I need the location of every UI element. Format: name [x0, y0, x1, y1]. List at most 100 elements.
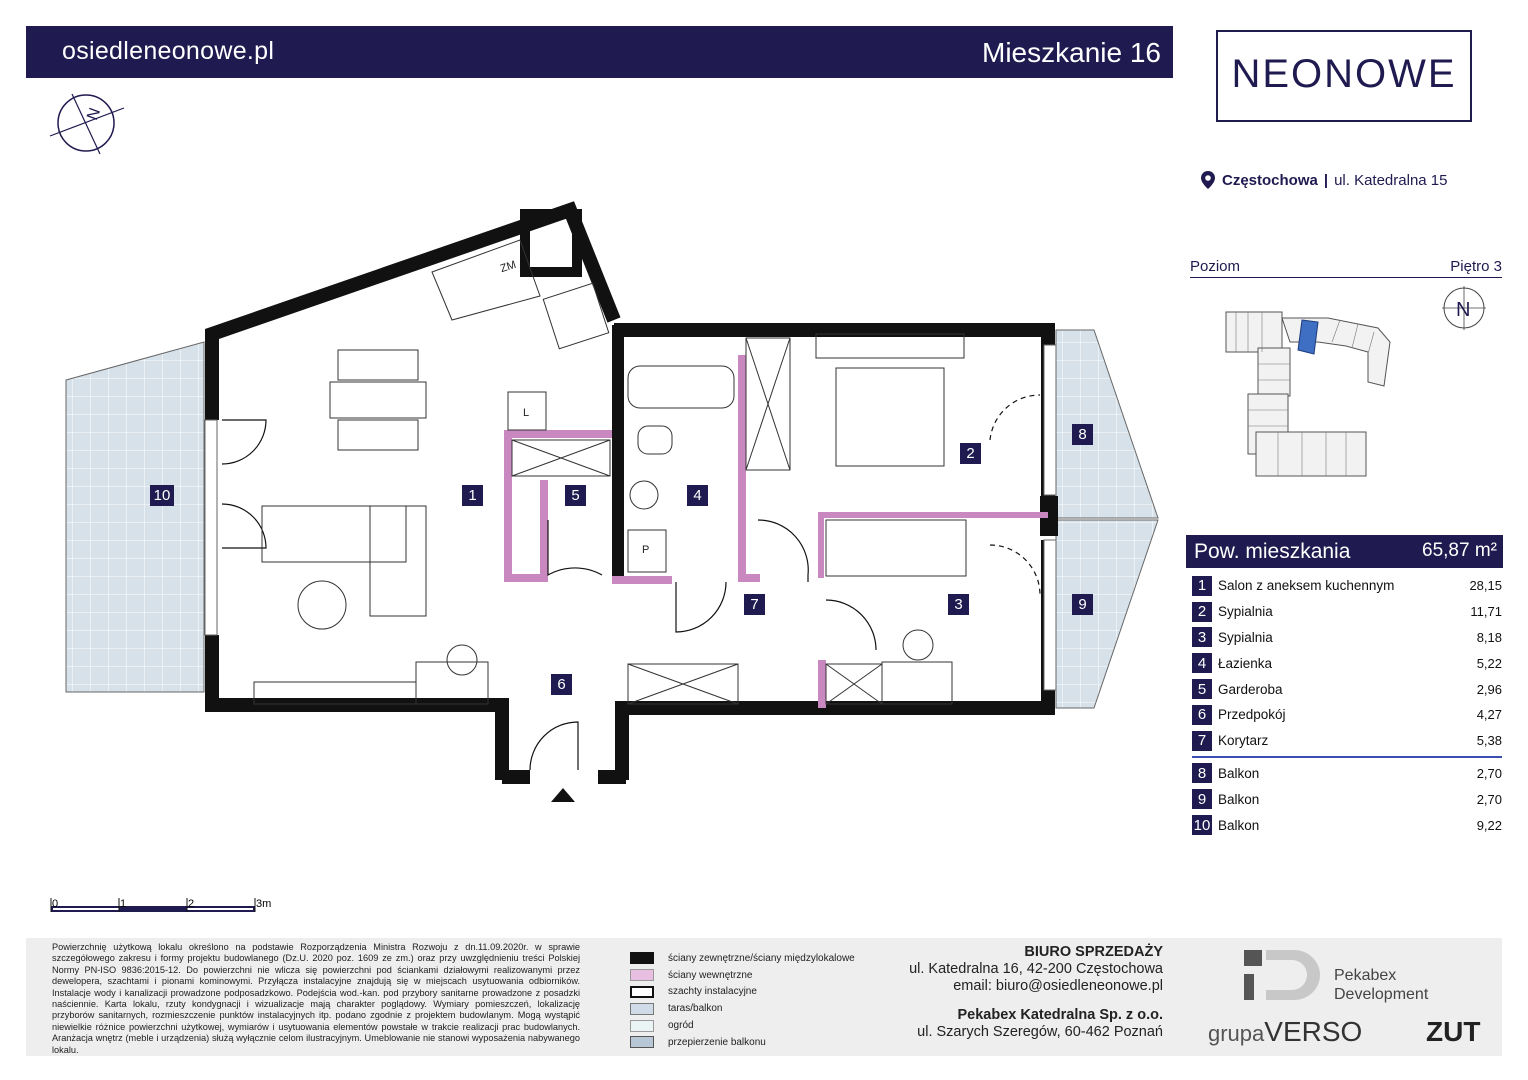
scale-tick: 1	[120, 898, 126, 910]
room-area: 8,18	[1476, 629, 1502, 645]
scale-bar: 0 1 2 3m	[50, 898, 271, 912]
fixture-l: L	[523, 407, 529, 419]
room-area: 9,22	[1476, 817, 1502, 833]
svg-text:N: N	[84, 106, 104, 123]
location-city: Częstochowa	[1222, 171, 1318, 189]
level-value: Piętro 3	[1450, 258, 1502, 275]
room-number: 6	[1192, 704, 1212, 725]
legend-swatch	[630, 952, 654, 965]
room-area: 2,70	[1476, 791, 1502, 807]
office-address: ul. Katedralna 16, 42-200 Częstochowa	[909, 961, 1163, 977]
legend-item: ściany wewnętrzne	[630, 967, 855, 984]
room-number: 5	[1192, 679, 1212, 700]
plan-label-1: 1	[462, 485, 483, 506]
room-name: Korytarz	[1218, 733, 1269, 749]
entrance-arrow-icon	[551, 788, 575, 802]
balcony-row: 10 Balkon 9,22	[1192, 812, 1502, 838]
room-number: 1	[1192, 575, 1212, 596]
company-address: ul. Szarych Szeregów, 60-462 Poznań	[917, 1024, 1163, 1040]
plan-label-7: 7	[744, 594, 765, 615]
developer-line1: Pekabex	[1334, 967, 1397, 984]
room-area: 11,71	[1470, 604, 1502, 620]
company-name: Pekabex Katedralna Sp. z o.o.	[957, 1007, 1164, 1023]
plan-label-9: 9	[1072, 594, 1093, 615]
legend: ściany zewnętrzne/ściany międzylokalowe …	[630, 950, 855, 1051]
legend-label: ogród	[668, 1020, 694, 1032]
scale-tick: 0	[52, 898, 58, 910]
developer-line2: Development	[1334, 986, 1429, 1003]
fixture-zm: ZM	[499, 259, 518, 275]
area-label: Pow. mieszkania	[1194, 540, 1351, 563]
header-bar: osiedleneonowe.pl Mieszkanie 16	[26, 26, 1173, 78]
room-name: Balkon	[1218, 817, 1260, 833]
legend-label: ściany wewnętrzne	[668, 969, 753, 981]
room-number: 9	[1192, 789, 1212, 810]
legend-label: ściany zewnętrzne/ściany międzylokalowe	[668, 952, 855, 964]
legend-item: przepierzenie balkonu	[630, 1034, 855, 1051]
zut-logo: ZUT	[1426, 1016, 1481, 1047]
developer-name: Pekabex Development	[1334, 966, 1428, 1004]
website-url[interactable]: osiedleneonowe.pl	[62, 37, 275, 65]
room-area: 4,27	[1476, 707, 1502, 723]
plan-label-6: 6	[551, 674, 572, 695]
plan-label-5: 5	[565, 485, 586, 506]
room-area: 2,96	[1476, 681, 1502, 697]
legal-disclaimer: Powierzchnię użytkową lokalu określono n…	[52, 942, 580, 1055]
room-row: 7 Korytarz 5,38	[1192, 728, 1502, 754]
room-number: 10	[1192, 815, 1212, 836]
apartment-area-header: Pow. mieszkania 65,87 m²	[1186, 535, 1503, 568]
legend-label: taras/balkon	[668, 1003, 723, 1015]
room-name: Salon z aneksem kuchennym	[1218, 578, 1395, 594]
verso-grupa: grupa	[1208, 1021, 1265, 1046]
legend-swatch	[630, 1019, 654, 1032]
legend-swatch	[630, 1002, 654, 1015]
location-address: ul. Katedralna 15	[1334, 171, 1448, 189]
pekabex-logo-icon	[1244, 950, 1320, 1000]
floor-plan: ZM L P 0 1 2 3m	[50, 201, 1159, 912]
legend-item: ogród	[630, 1017, 855, 1034]
room-row: 6 Przedpokój 4,27	[1192, 702, 1502, 728]
site-keyplan: N	[1225, 286, 1486, 477]
legend-label: przepierzenie balkonu	[668, 1036, 766, 1048]
legend-item: taras/balkon	[630, 1000, 855, 1017]
table-divider	[1192, 755, 1502, 758]
room-row: 5 Garderoba 2,96	[1192, 676, 1502, 702]
level-label: Poziom	[1190, 258, 1241, 275]
room-name: Garderoba	[1218, 681, 1283, 697]
room-name: Przedpokój	[1218, 707, 1286, 723]
compass-icon: N	[49, 93, 125, 155]
legend-swatch	[630, 969, 654, 982]
apartment-title: Mieszkanie 16	[982, 37, 1161, 68]
room-number: 2	[1192, 601, 1212, 622]
legend-label: szachty instalacyjne	[668, 986, 757, 998]
room-name: Balkon	[1218, 765, 1260, 781]
room-area: 28,15	[1469, 578, 1502, 594]
balcony-10	[65, 341, 205, 693]
level-row: Poziom Piętro 3	[1190, 258, 1502, 278]
verso-logo: grupaVERSO	[1208, 1016, 1362, 1048]
legend-swatch	[630, 985, 654, 998]
room-area: 5,38	[1476, 733, 1502, 749]
room-area: 2,70	[1476, 765, 1502, 781]
verso-name: VERSO	[1264, 1016, 1363, 1047]
office-email[interactable]: email: biuro@osiedleneonowe.pl	[953, 978, 1163, 994]
plan-label-8: 8	[1072, 424, 1093, 445]
sales-office: BIURO SPRZEDAŻY ul. Katedralna 16, 42-20…	[860, 944, 1163, 1041]
office-title: BIURO SPRZEDAŻY	[1024, 944, 1163, 960]
legend-item: szachty instalacyjne	[630, 984, 855, 1001]
room-row: 1 Salon z aneksem kuchennym 28,15	[1192, 573, 1502, 599]
plan-label-2: 2	[960, 443, 981, 464]
plan-label-3: 3	[948, 594, 969, 615]
room-area: 5,22	[1476, 655, 1502, 671]
room-number: 7	[1192, 730, 1212, 751]
room-name: Łazienka	[1218, 655, 1273, 671]
logo-text: NEONOWE	[1231, 52, 1457, 96]
plan-label-10: 10	[150, 485, 174, 506]
location-separator: |	[1323, 171, 1329, 189]
